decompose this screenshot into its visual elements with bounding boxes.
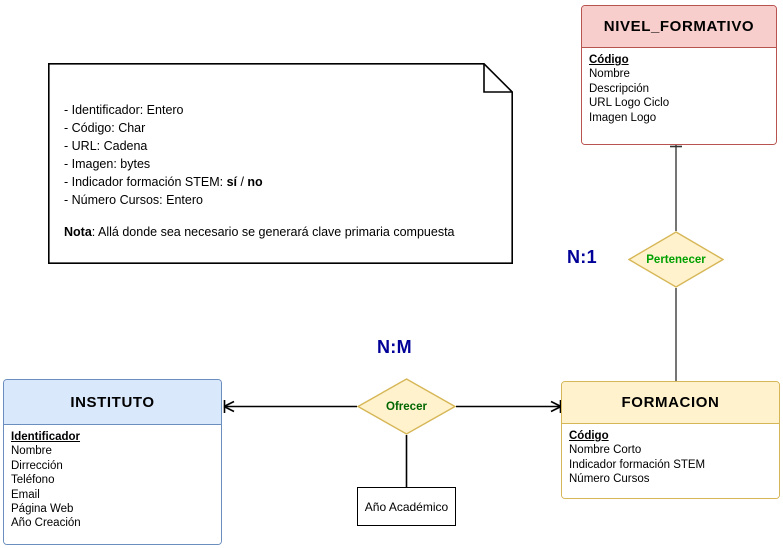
note-box: - Identificador: Entero - Código: Char -… — [48, 63, 513, 264]
attribute-row: Año Creación — [11, 517, 81, 530]
entity-attributes-instituto: Identificador Nombre Dirrección Teléfono… — [4, 425, 221, 544]
note-line: - Identificador: Entero — [64, 103, 184, 117]
note-line: - Imagen: bytes — [64, 157, 151, 171]
entity-instituto[interactable]: INSTITUTO Identificador Nombre Dirrecció… — [3, 379, 222, 545]
entity-attributes-nivel-formativo: Código Nombre Descripción URL Logo Ciclo… — [582, 48, 776, 144]
note-line-stem: - Indicador formación STEM: sí / no — [64, 173, 503, 191]
attribute-row: URL Logo Ciclo — [589, 97, 670, 110]
cardinality-label-pertenecer: N:1 — [567, 247, 597, 267]
relationship-ofrecer[interactable]: Ofrecer — [357, 378, 456, 435]
attribute-row: Código — [589, 54, 629, 66]
attribute-row: Nombre — [589, 68, 630, 81]
relationship-pertenecer[interactable]: Pertenecer — [628, 231, 724, 288]
entity-formacion[interactable]: FORMACION Código Nombre Corto Indicador … — [561, 381, 780, 499]
note-footer: Nota: Allá donde sea necesario se genera… — [64, 223, 503, 241]
entity-nivel-formativo[interactable]: NIVEL_FORMATIVO Código Nombre Descripció… — [581, 5, 777, 145]
arrowhead-formacion — [550, 400, 562, 413]
note-stem-separator: / — [237, 175, 248, 189]
attribute-row: Nombre — [11, 445, 52, 458]
note-footer-text: : Allá donde sea necesario se generará c… — [91, 225, 455, 239]
entity-title-formacion: FORMACION — [562, 382, 779, 424]
relationship-label-ofrecer: Ofrecer — [386, 400, 427, 413]
note-line: - Código: Char — [64, 121, 146, 135]
attribute-row: Código — [569, 430, 609, 442]
note-stem-prefix: - Indicador formación STEM: — [64, 175, 227, 189]
attribute-row: Email — [11, 488, 40, 501]
note-spacer — [64, 209, 503, 223]
note-line: - URL: Cadena — [64, 139, 148, 153]
cardinality-label-ofrecer: N:M — [377, 337, 412, 357]
note-stem-yes: sí — [226, 175, 237, 189]
attribute-row: Teléfono — [11, 474, 55, 487]
entity-title-instituto: INSTITUTO — [4, 380, 221, 425]
note-footer-label: Nota — [64, 225, 92, 239]
attribute-row: Imagen Logo — [589, 111, 657, 124]
note-line-cursos: - Número Cursos: Entero — [64, 193, 203, 207]
entity-title-nivel-formativo: NIVEL_FORMATIVO — [582, 6, 776, 48]
relationship-label-pertenecer: Pertenecer — [646, 253, 706, 266]
attribute-row: Página Web — [11, 503, 74, 516]
relationship-attribute-anio-academico[interactable]: Año Académico — [357, 487, 456, 526]
attribute-row: Nombre Corto — [569, 444, 642, 457]
note-text: - Identificador: Entero - Código: Char -… — [64, 101, 503, 241]
attribute-row: Indicador formación STEM — [569, 458, 706, 471]
attribute-row: Dirrección — [11, 459, 63, 472]
diamond-shape-ofrecer — [357, 378, 456, 435]
entity-attributes-formacion: Código Nombre Corto Indicador formación … — [562, 424, 779, 498]
arrowhead-instituto — [223, 400, 235, 413]
attribute-row: Descripción — [589, 82, 650, 95]
attribute-row: Identificador — [11, 431, 81, 443]
note-shape — [48, 63, 513, 264]
diamond-shape-pertenecer — [628, 231, 724, 288]
note-stem-no: no — [247, 175, 263, 189]
attribute-row: Número Cursos — [569, 473, 650, 486]
